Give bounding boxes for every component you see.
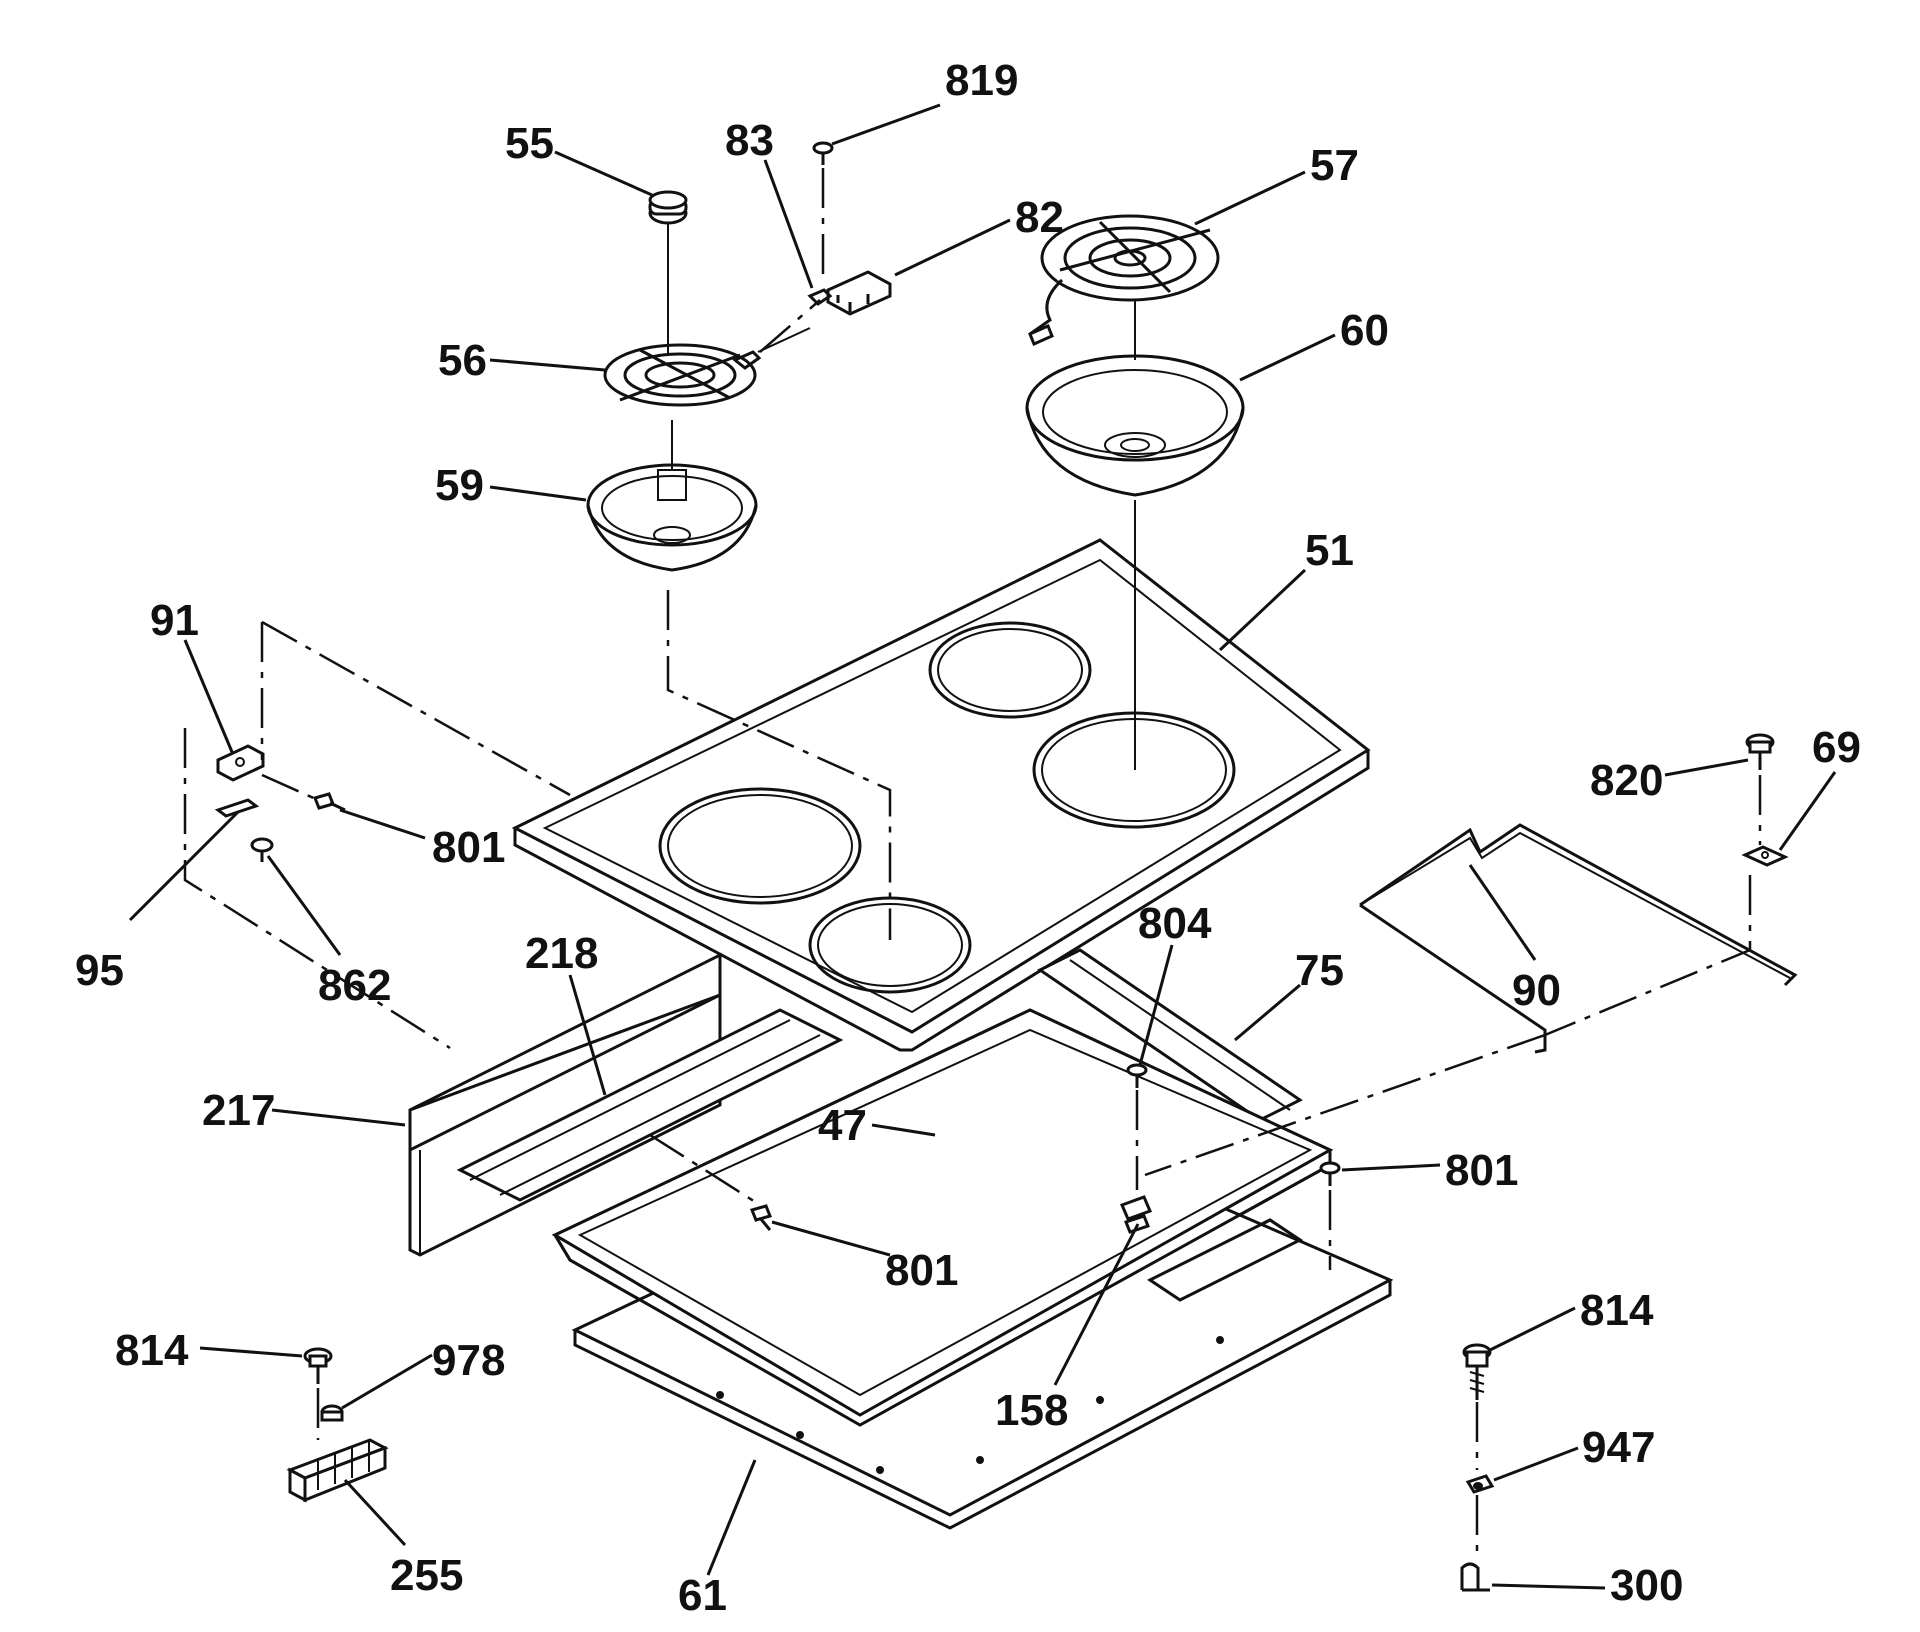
label-801c: 801 bbox=[1445, 1146, 1518, 1195]
label-55: 55 bbox=[505, 119, 554, 168]
clip-300 bbox=[1460, 1562, 1490, 1592]
label-217: 217 bbox=[202, 1086, 275, 1135]
label-801a: 801 bbox=[432, 823, 505, 872]
label-218: 218 bbox=[525, 929, 598, 978]
washer-978 bbox=[320, 1404, 344, 1422]
part-labels: 819 55 83 82 57 56 60 59 51 91 820 69 80… bbox=[75, 56, 1861, 1620]
label-804: 804 bbox=[1138, 899, 1212, 948]
small-surface-unit-56 bbox=[603, 327, 811, 407]
label-814b: 814 bbox=[1580, 1286, 1654, 1335]
label-51: 51 bbox=[1305, 526, 1354, 575]
bracket-91 bbox=[216, 744, 265, 782]
terminal-block-255 bbox=[286, 1438, 389, 1503]
screw-801-right bbox=[1319, 1161, 1341, 1186]
label-75: 75 bbox=[1295, 946, 1344, 995]
label-69: 69 bbox=[1812, 723, 1861, 772]
label-820: 820 bbox=[1590, 756, 1663, 805]
screw-862 bbox=[250, 837, 274, 862]
leader-lines bbox=[128, 103, 1837, 1590]
label-56: 56 bbox=[438, 336, 487, 385]
label-300: 300 bbox=[1610, 1561, 1683, 1610]
label-255: 255 bbox=[390, 1551, 463, 1600]
label-978: 978 bbox=[432, 1336, 505, 1385]
cooktop-main-top bbox=[511, 538, 1371, 1052]
label-862: 862 bbox=[318, 961, 391, 1010]
screw-820 bbox=[1745, 733, 1775, 770]
label-90: 90 bbox=[1512, 966, 1561, 1015]
screw-819 bbox=[812, 141, 834, 165]
label-82: 82 bbox=[1015, 193, 1064, 242]
screw-801-center bbox=[749, 1204, 773, 1231]
small-drip-bowl-59 bbox=[586, 463, 758, 572]
terminal-83 bbox=[807, 288, 833, 306]
label-83: 83 bbox=[725, 116, 774, 165]
label-814a: 814 bbox=[115, 1326, 189, 1375]
screw-801-left bbox=[312, 792, 346, 812]
screw-814-right bbox=[1462, 1343, 1492, 1400]
rear-trim-75 bbox=[1037, 948, 1303, 1122]
label-801b: 801 bbox=[885, 1246, 958, 1295]
large-surface-unit-57 bbox=[1028, 214, 1220, 347]
label-91: 91 bbox=[150, 596, 199, 645]
label-59: 59 bbox=[435, 461, 484, 510]
label-947: 947 bbox=[1582, 1423, 1655, 1472]
label-95: 95 bbox=[75, 946, 124, 995]
rod-90 bbox=[1359, 823, 1798, 1054]
large-drip-bowl-60 bbox=[1025, 354, 1245, 497]
clip-947 bbox=[1465, 1474, 1495, 1494]
knob-55 bbox=[648, 190, 688, 225]
switch-158 bbox=[1119, 1195, 1153, 1234]
receptacle-82 bbox=[826, 270, 892, 316]
label-158: 158 bbox=[995, 1386, 1068, 1435]
label-57: 57 bbox=[1310, 141, 1359, 190]
label-819: 819 bbox=[945, 56, 1018, 105]
label-60: 60 bbox=[1340, 306, 1389, 355]
screw-814-left bbox=[303, 1347, 333, 1384]
bracket-69 bbox=[1741, 845, 1789, 867]
screw-804 bbox=[1126, 1063, 1148, 1088]
side-trim-217 bbox=[408, 952, 722, 1257]
label-47: 47 bbox=[818, 1101, 867, 1150]
label-61: 61 bbox=[678, 1571, 727, 1620]
trim-strip-218 bbox=[456, 1008, 844, 1202]
clip-95 bbox=[214, 798, 260, 818]
